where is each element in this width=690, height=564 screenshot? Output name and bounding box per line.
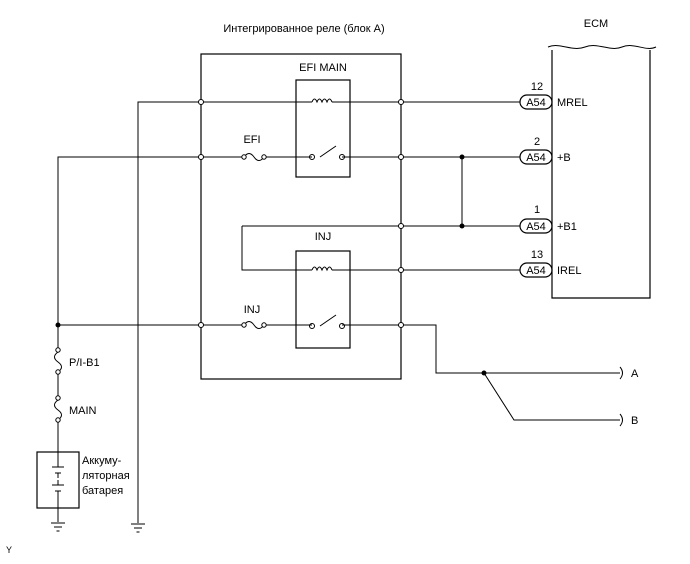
junction-output-split xyxy=(481,370,487,376)
efi-fuse-label: EFI xyxy=(243,134,260,146)
inj-fuse xyxy=(243,321,265,329)
ecm-break-line xyxy=(547,45,657,49)
connector-pin: 12 xyxy=(531,81,543,93)
connector-signal: +B xyxy=(557,152,571,164)
inj-relay-switch-arm xyxy=(319,314,337,327)
output-a-label: A xyxy=(631,368,639,380)
connector-code: A54 xyxy=(526,97,546,109)
main-fuse-end-a xyxy=(55,395,61,401)
pib1-fuse-label: P/I-B1 xyxy=(69,357,100,369)
mrel-ground-symbol xyxy=(131,523,145,533)
inj-wire xyxy=(58,324,620,374)
efi-main-relay xyxy=(295,79,351,178)
connector-b: 2 A54 +B xyxy=(519,136,571,165)
connector-code: A54 xyxy=(526,265,546,277)
relay-block-title: Интегрированное реле (блок А) xyxy=(223,23,384,35)
output-b-terminal xyxy=(619,413,623,427)
battery-label-line3: батарея xyxy=(82,485,123,497)
inj-relay-coil xyxy=(311,266,333,272)
inj-fuse-end-a xyxy=(241,322,247,328)
efi-fuse-end-a xyxy=(241,154,247,160)
battery-ground-symbol xyxy=(51,522,65,532)
connector-b1: 1 A54 +B1 xyxy=(519,204,577,234)
output-a-terminal xyxy=(619,366,623,380)
connector-signal: MREL xyxy=(557,97,588,109)
connector-mrel: 12 A54 MREL xyxy=(519,81,588,110)
efi-fuse xyxy=(243,153,265,161)
efi-wire xyxy=(57,156,520,325)
battery-label-line1: Аккуму- xyxy=(82,455,122,467)
mrel-wire xyxy=(137,101,520,523)
ecm-box xyxy=(551,50,651,299)
inj-fuse-label: INJ xyxy=(244,304,261,316)
battery-symbol xyxy=(52,452,64,508)
inj-relay xyxy=(295,250,351,349)
inj-relay-label: INJ xyxy=(315,231,332,243)
efi-main-coil xyxy=(311,98,333,104)
ecm-label: ECM xyxy=(584,18,608,30)
pib1-fuse xyxy=(54,351,62,373)
connector-code: A54 xyxy=(526,152,546,164)
integrated-relay-block xyxy=(200,53,402,380)
efi-main-relay-label: EFI MAIN xyxy=(299,62,347,74)
inj-fuse-end-b xyxy=(261,322,267,328)
output-b-label: B xyxy=(631,415,638,427)
inj-relay-contact-b xyxy=(339,323,345,329)
main-fuse-end-b xyxy=(55,417,61,423)
junction-b1-right xyxy=(459,223,465,229)
battery-label-line2: ляторная xyxy=(82,470,130,482)
b1-wire xyxy=(241,157,520,271)
pib1-fuse-end-b xyxy=(55,369,61,375)
connector-signal: +B1 xyxy=(557,221,577,233)
pib1-fuse-end-a xyxy=(55,347,61,353)
connector-pin: 13 xyxy=(531,249,543,261)
connector-pin: 2 xyxy=(534,136,540,148)
branch-b-wire xyxy=(483,372,620,421)
connector-pin: 1 xyxy=(534,204,540,216)
corner-mark: Y xyxy=(6,545,12,555)
efi-main-switch-arm xyxy=(319,145,337,158)
connector-signal: IREL xyxy=(557,265,581,277)
main-fuse-label: MAIN xyxy=(69,405,97,417)
junction-b-b1 xyxy=(459,154,465,160)
inj-relay-contact-a xyxy=(309,323,315,329)
main-fuse xyxy=(54,399,62,421)
connector-irel: 13 A54 IREL xyxy=(519,249,581,278)
block-terminals xyxy=(198,99,404,328)
efi-fuse-end-b xyxy=(261,154,267,160)
connector-code: A54 xyxy=(526,221,546,233)
